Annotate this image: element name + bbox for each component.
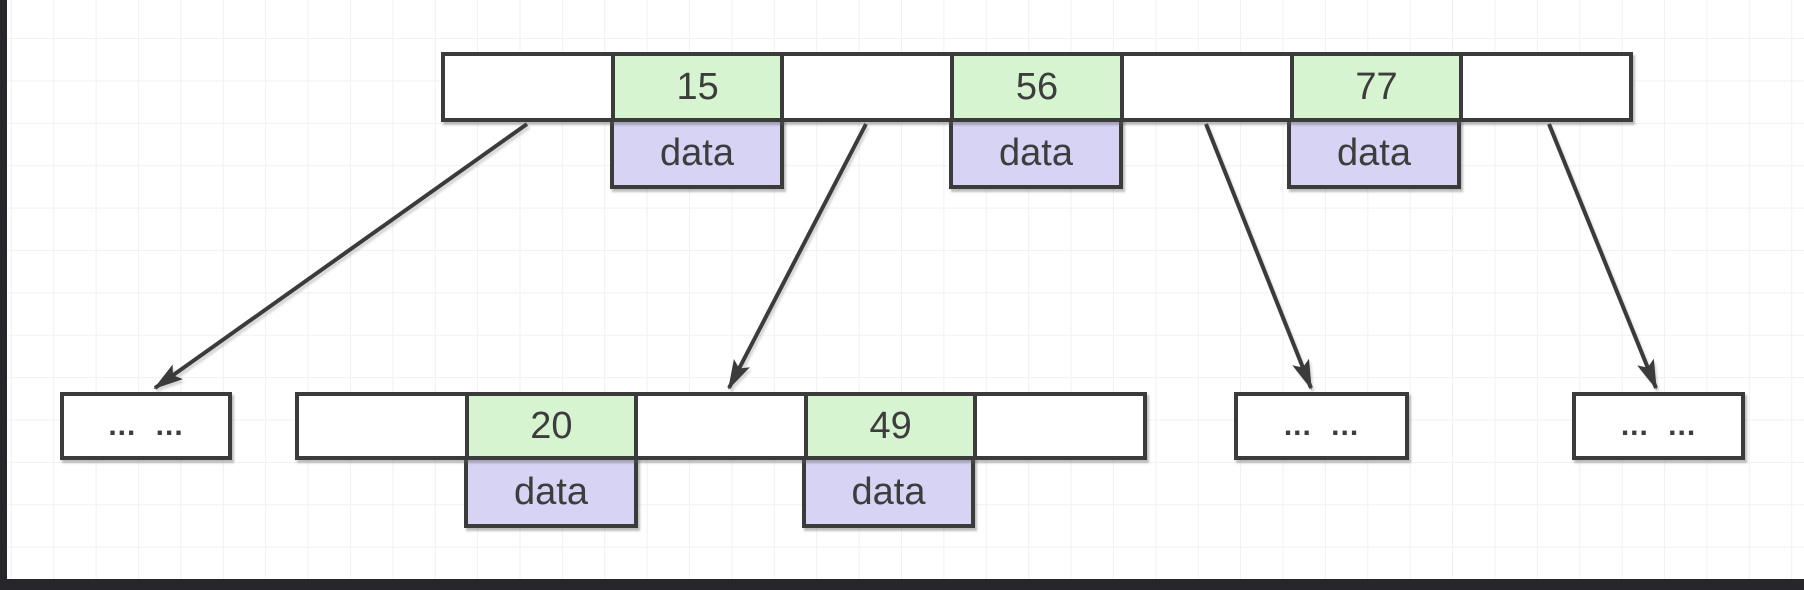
child-key-cell-20: 20 [468,396,639,456]
root-pointer-cell-1 [784,56,955,118]
child-key-cell-49: 49 [807,396,978,456]
child-pointer-cell-1 [638,396,808,456]
btree-child-node: 20 49 [295,392,1147,460]
leaf-node-ellipsis-middle: ... ... [1234,392,1409,460]
child-pointer-cell-2 [977,396,1143,456]
window-frame-bottom-edge [0,579,1804,590]
root-pointer-cell-2 [1123,56,1294,118]
leaf-node-ellipsis-left: ... ... [60,392,232,460]
arrow-root-to-leaf-1 [153,122,529,390]
window-frame-left-edge [0,0,7,590]
root-key-cell-77: 77 [1293,56,1464,118]
arrow-root-to-leaf-2 [727,123,868,390]
arrow-root-to-leaf-3 [1204,123,1313,390]
child-data-box-49: data [802,456,975,528]
root-data-box-77: data [1287,118,1461,189]
root-pointer-cell-0 [445,56,615,118]
root-key-cell-15: 15 [614,56,785,118]
root-data-box-15: data [610,118,784,189]
btree-root-node: 15 56 77 [441,52,1633,122]
root-pointer-cell-3 [1463,56,1630,118]
child-pointer-cell-0 [299,396,469,456]
arrow-root-to-leaf-4 [1547,123,1658,390]
child-data-box-20: data [464,456,638,528]
root-data-box-56: data [949,118,1123,189]
root-key-cell-56: 56 [954,56,1124,118]
leaf-node-ellipsis-right: ... ... [1572,392,1745,460]
